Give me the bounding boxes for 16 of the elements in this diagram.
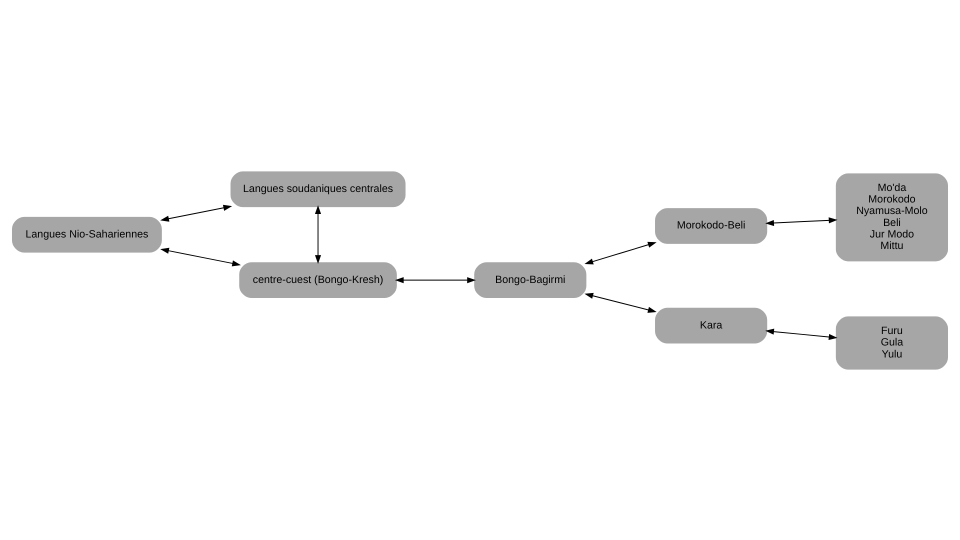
node-box: Mo'da Morokodo Nyamusa-Molo Beli Jur Modo Mittu: [836, 172, 948, 261]
arrow: [584, 292, 657, 312]
arrow: [394, 276, 476, 283]
node-box: centre-cuest (Bongo-Kresh): [239, 262, 397, 298]
arrow: [765, 216, 838, 226]
arrow: [584, 241, 657, 264]
arrow: [314, 204, 322, 264]
node-box: Langues Nio-Sahariennes: [12, 216, 162, 252]
node-box: Langues soudaniques centrales: [230, 170, 406, 207]
arrow: [160, 247, 241, 266]
arrow: [160, 204, 232, 222]
arrow: [765, 328, 838, 340]
node-box: Furu Gula Yulu: [836, 316, 948, 370]
node-box: Bongo-Bagirmi: [474, 262, 586, 298]
node-box: Kara: [655, 307, 768, 343]
node-box: Morokodo-Beli: [655, 208, 768, 244]
